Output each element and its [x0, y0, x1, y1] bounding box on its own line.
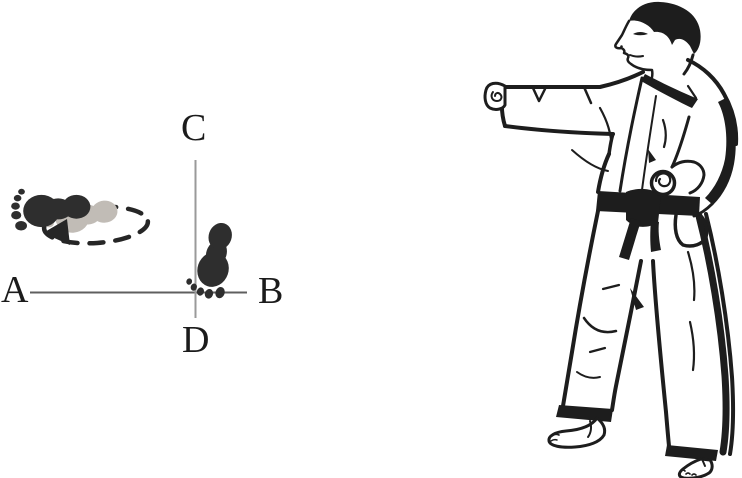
jacket-hem: [673, 213, 709, 248]
figure-pants: [556, 209, 736, 461]
axis-label-c: C: [181, 107, 207, 149]
face-profile: [614, 19, 654, 85]
hair: [629, 1, 701, 55]
pant-cuff-front: [556, 405, 613, 422]
figure-belt: [596, 188, 700, 260]
collar-trim: [641, 74, 698, 108]
axis-label-b: B: [258, 270, 284, 312]
rotation-arrowhead-icon: [43, 219, 70, 245]
jacket-side-trim: [705, 98, 736, 205]
figure-rear-fist: [649, 159, 706, 197]
stance-diagram: [11, 160, 247, 318]
stationary-footprint: [183, 219, 244, 304]
figure-back-foot: [677, 457, 714, 478]
rotation-path-dashed-ellipse: [41, 204, 151, 246]
figure-head: [614, 1, 701, 108]
mouth: [629, 54, 644, 58]
figure-front-foot: [547, 416, 607, 449]
axis-label-d: D: [182, 319, 210, 361]
axis-label-a: A: [1, 269, 29, 311]
martial-artist-figure: [483, 1, 739, 478]
figure-jacket: [499, 58, 739, 248]
nostril: [620, 45, 623, 48]
eye: [633, 32, 648, 36]
pant-stripe: [695, 212, 730, 456]
figure-punch-fist: [483, 81, 507, 111]
pant-cuff-back: [665, 445, 718, 461]
